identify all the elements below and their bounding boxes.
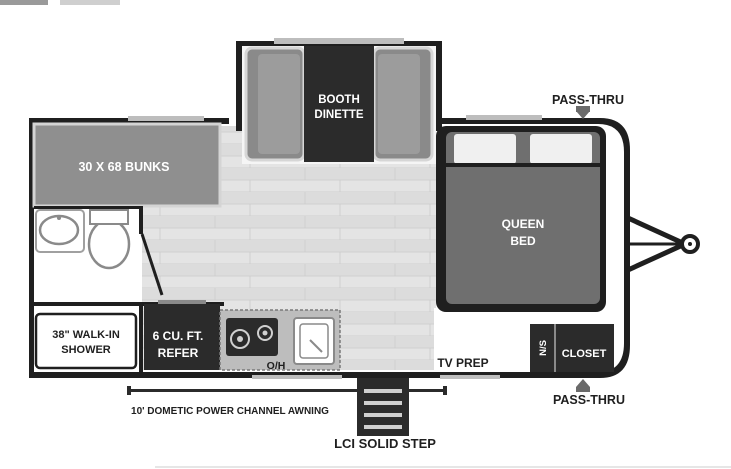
queen-bed: QUEEN BED (436, 126, 606, 312)
header-thumbnail (0, 0, 120, 5)
closet-label: CLOSET (562, 348, 607, 360)
windows (252, 115, 542, 379)
toilet-icon (87, 218, 131, 270)
walk-in-shower: 38" WALK-IN SHOWER (34, 312, 138, 370)
pass-thru-top: PASS-THRU (552, 93, 624, 119)
bottom-rule (155, 466, 731, 468)
booth-label-line1: BOOTH (318, 94, 360, 106)
entry-step: LCI SOLID STEP (334, 378, 436, 451)
awning-label: 10' DOMETIC POWER CHANNEL AWNING (131, 406, 329, 417)
booth-dinette: BOOTH DINETTE (244, 46, 434, 162)
bed-label-line2: BED (510, 234, 536, 248)
refer-label-line2: REFER (158, 346, 199, 360)
refer-label-line1: 6 CU. FT. (153, 329, 204, 343)
awning: 10' DOMETIC POWER CHANNEL AWNING (127, 386, 447, 417)
ns-label: N/S (538, 340, 549, 356)
pass-thru-bottom-label: PASS-THRU (553, 393, 625, 407)
bathroom (34, 206, 224, 372)
refrigerator: 6 CU. FT. REFER (144, 300, 220, 370)
bed-label-line1: QUEEN (502, 217, 545, 231)
pass-thru-top-label: PASS-THRU (552, 93, 624, 107)
pass-thru-bottom: PASS-THRU (553, 379, 625, 407)
hitch (626, 215, 700, 273)
shower-label-line1: 38" WALK-IN (52, 329, 120, 341)
bunks: 30 X 68 BUNKS (32, 116, 222, 208)
ns-closet: N/S CLOSET (530, 324, 614, 372)
kitchen-counter: O/H (219, 309, 341, 372)
arrow-up-icon (576, 379, 590, 387)
booth-label-line2: DINETTE (314, 109, 364, 121)
oh-label: O/H (267, 360, 286, 372)
shower-label-line2: SHOWER (61, 344, 111, 356)
bunks-label: 30 X 68 BUNKS (78, 160, 169, 174)
step-label: LCI SOLID STEP (334, 436, 436, 451)
tv-prep-label: TV PREP (437, 356, 488, 370)
arrow-down-icon (576, 111, 590, 119)
